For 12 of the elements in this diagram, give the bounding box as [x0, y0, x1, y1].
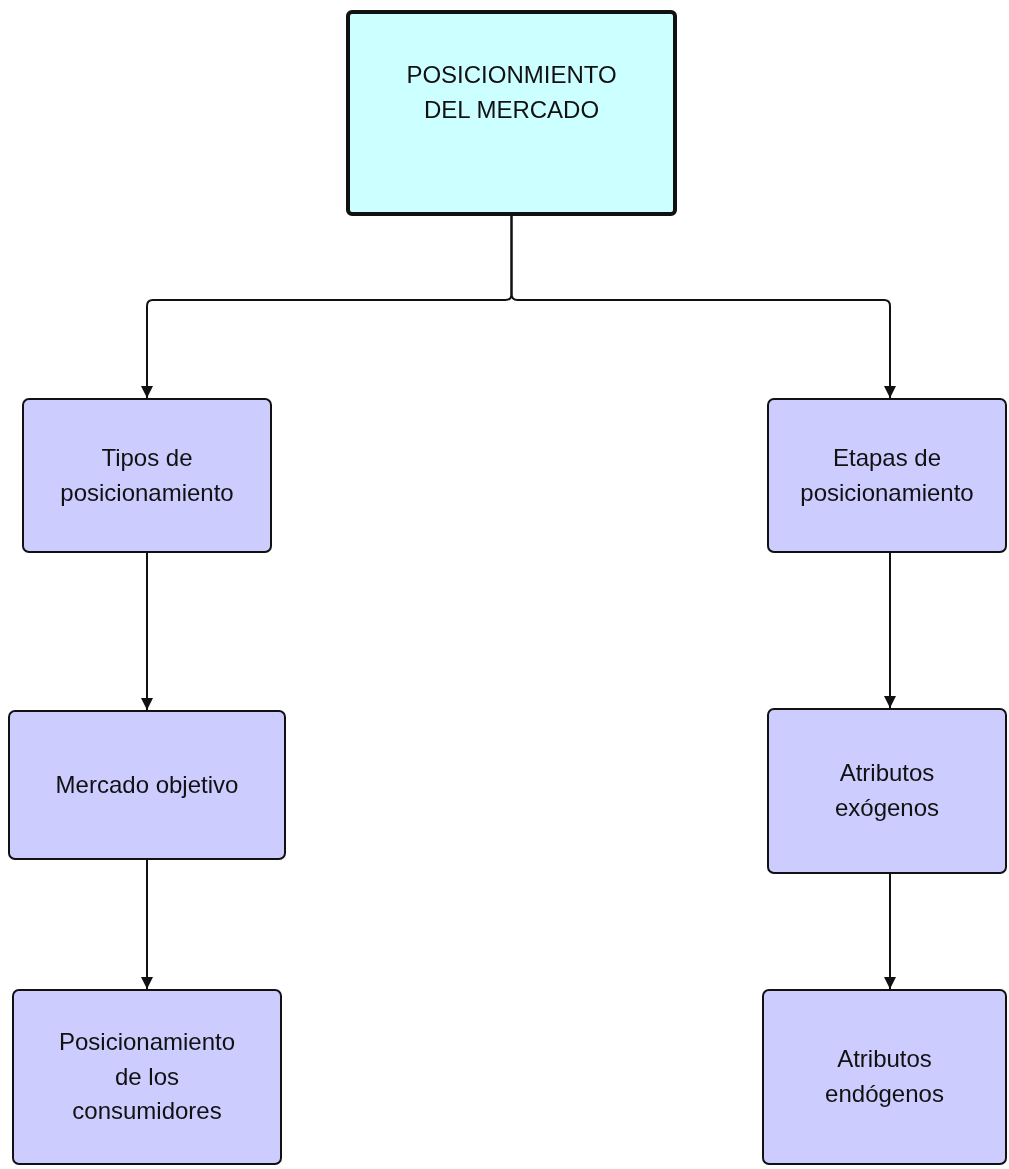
topic-box: Atributos endógenos: [762, 989, 1007, 1165]
topic-box: Tipos de posicionamiento: [22, 398, 272, 553]
topic-box: Atributos exógenos: [767, 708, 1007, 874]
title-box: POSICIONMIENTO DEL MERCADO: [346, 10, 677, 216]
arrow: [141, 859, 153, 990]
arrow: [510, 215, 896, 399]
topic-box: Mercado objetivo: [8, 710, 286, 860]
topic-box: Etapas de posicionamiento: [767, 398, 1007, 553]
arrow: [884, 552, 896, 709]
arrow: [141, 552, 153, 711]
arrow: [884, 873, 896, 990]
topic-box: Posicionamiento de los consumidores: [12, 989, 282, 1165]
